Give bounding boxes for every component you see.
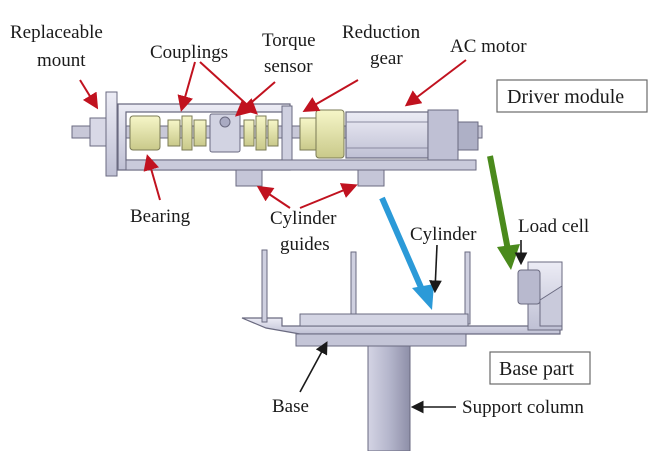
ac-motor-part xyxy=(345,111,429,159)
base-part-box xyxy=(489,351,591,385)
coupling-2 xyxy=(181,115,193,151)
arrow-base xyxy=(299,341,328,393)
arrow-blue-cylinder xyxy=(379,196,426,294)
label-base-part: Base part xyxy=(499,358,574,380)
label-torque-sensor-line2: sensor xyxy=(264,56,313,77)
arrow-cylinder-guides-left xyxy=(256,185,291,209)
driver-module-box xyxy=(496,79,648,113)
cylinder-guide-right xyxy=(357,169,385,187)
arrow-cylinder-guides-right xyxy=(299,183,358,209)
arrow-couplings-left xyxy=(177,61,196,112)
label-reduction-gear-line1: Reduction xyxy=(342,22,421,43)
label-cylinder-guides-line2: guides xyxy=(280,234,330,255)
cylinder-guide-left xyxy=(235,169,263,187)
coupling-4 xyxy=(243,119,255,147)
coupling-6 xyxy=(267,119,279,147)
driver-rail xyxy=(125,159,477,171)
arrow-reduction-gear xyxy=(302,79,359,112)
load-cell-part xyxy=(517,269,541,305)
arrow-cylinder xyxy=(429,244,442,294)
couplings-part xyxy=(167,115,279,151)
torque-sensor-part xyxy=(209,113,241,153)
arrow-green-head xyxy=(497,244,520,270)
post-2 xyxy=(350,251,357,325)
support-column-part xyxy=(367,339,411,451)
label-couplings: Couplings xyxy=(150,42,228,63)
cylinder-part xyxy=(299,313,469,327)
coupling-1 xyxy=(167,119,181,147)
arrow-ac-motor xyxy=(404,59,467,107)
post-1 xyxy=(261,249,268,323)
arrow-replaceable-mount xyxy=(79,79,99,110)
label-load-cell: Load cell xyxy=(518,216,589,237)
label-bearing: Bearing xyxy=(130,206,191,227)
label-base: Base xyxy=(272,396,309,417)
motor-end-cap xyxy=(427,109,459,161)
label-driver-module: Driver module xyxy=(507,86,624,108)
reduction-gear-body xyxy=(315,109,345,159)
arrow-bearing xyxy=(143,154,161,201)
driver-module-drawing xyxy=(71,91,483,187)
bearing-part xyxy=(129,115,161,151)
label-cylinder-guides-line1: Cylinder xyxy=(270,208,337,229)
base-lower-block xyxy=(295,333,467,347)
coupling-3 xyxy=(193,119,207,147)
label-torque-sensor-line1: Torque xyxy=(262,30,316,51)
label-reduction-gear-line2: gear xyxy=(370,48,403,69)
mount-flange xyxy=(105,91,118,177)
arrow-torque-sensor xyxy=(234,81,276,117)
reduction-gear-part xyxy=(299,117,317,151)
load-cell-gusset xyxy=(539,285,563,327)
motor-rear xyxy=(457,121,479,151)
arrow-green-load xyxy=(487,155,511,251)
replaceable-mount-part xyxy=(89,117,107,147)
torque-sensor-hub xyxy=(219,116,231,128)
base-part-drawing xyxy=(241,249,563,451)
label-replaceable-mount-line1: Replaceable xyxy=(10,22,103,43)
post-3 xyxy=(464,251,471,325)
label-replaceable-mount-line2: mount xyxy=(37,50,86,71)
coupling-5 xyxy=(255,115,267,151)
annotation-arrows xyxy=(79,59,528,414)
label-support-column: Support column xyxy=(462,397,584,418)
arrow-blue-head xyxy=(412,284,434,310)
label-ac-motor: AC motor xyxy=(450,36,527,57)
label-cylinder: Cylinder xyxy=(410,224,477,245)
